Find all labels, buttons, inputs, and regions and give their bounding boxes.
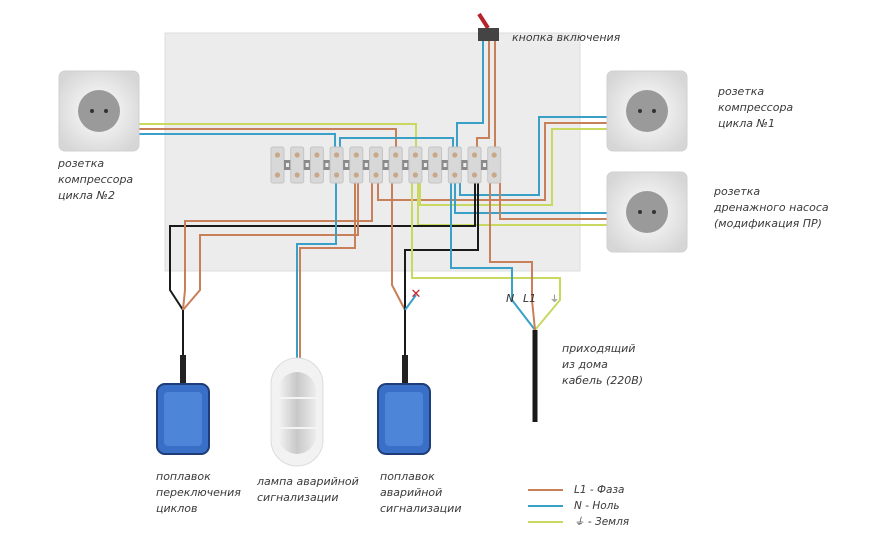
terminal xyxy=(369,146,390,184)
terminal xyxy=(290,146,311,184)
legend-label-phase: L1 - Фаза xyxy=(574,484,625,496)
label-power-button: кнопка включения xyxy=(512,31,621,44)
float-switch-alarm xyxy=(377,355,431,455)
terminal xyxy=(388,146,410,184)
terminal xyxy=(329,146,351,184)
terminal xyxy=(447,146,469,184)
wire-phase xyxy=(182,183,373,311)
cable-label-l1: L1 xyxy=(523,292,536,305)
switch-body xyxy=(478,28,499,41)
label-float-alarm: поплавок аварийной сигнализации xyxy=(380,470,462,515)
wire-neutral xyxy=(459,116,607,196)
label-socket-cycle2: розетка компрессора цикла №2 xyxy=(58,157,134,202)
socket-cycle2 xyxy=(58,70,140,152)
label-incoming-cable: приходящий из дома кабель (220В) xyxy=(562,342,644,387)
wire-black xyxy=(169,183,476,311)
socket-cycle1 xyxy=(606,70,688,152)
wire-ground xyxy=(139,123,417,151)
wire-neutral xyxy=(454,183,607,214)
terminal xyxy=(487,146,502,184)
wire-phase xyxy=(489,183,536,331)
legend-label-ground: ⏚ - Земля xyxy=(574,516,630,528)
wire-neutral xyxy=(456,41,484,151)
label-float-cycles: поплавок переключения циклов xyxy=(156,470,241,515)
wire-phase xyxy=(391,183,406,311)
terminal xyxy=(467,146,488,184)
wire-phase xyxy=(377,122,607,201)
legend-label-neutral: N - Ноль xyxy=(574,500,620,512)
cable-label-ground: ⏚ xyxy=(550,294,559,305)
wire-neutral xyxy=(139,133,336,151)
wire-neutral xyxy=(296,183,337,358)
terminal xyxy=(349,146,370,184)
legend xyxy=(528,489,563,523)
terminal xyxy=(270,146,291,184)
disconnected-mark: ✕ xyxy=(411,287,422,302)
wires xyxy=(139,41,607,358)
terminal-block xyxy=(270,146,502,184)
wire-neutral xyxy=(404,294,417,311)
wire-phase xyxy=(499,183,607,220)
wire-neutral xyxy=(339,137,454,151)
socket-drain-pump xyxy=(606,171,688,253)
wire-neutral xyxy=(450,183,536,331)
terminal xyxy=(309,146,331,184)
power-switch[interactable] xyxy=(477,12,499,41)
float-switch-cycles xyxy=(156,355,210,455)
terminal xyxy=(428,146,449,184)
wire-black xyxy=(404,183,479,310)
wire-phase xyxy=(299,183,356,358)
cable-label-n: N xyxy=(506,292,514,305)
wire-ground xyxy=(411,183,561,331)
switch-lever xyxy=(477,12,490,30)
label-socket-drain: розетка дренажного насоса (модификация П… xyxy=(714,185,829,230)
label-socket-cycle1: розетка компрессора цикла №1 xyxy=(718,85,794,130)
wire-ground xyxy=(419,128,607,206)
wire-phase xyxy=(476,41,490,151)
alarm-lamp xyxy=(270,357,324,467)
terminal xyxy=(408,146,429,184)
label-alarm-lamp: лампа аварийной сигнализации xyxy=(257,475,359,504)
wire-phase xyxy=(182,183,359,311)
wire-phase xyxy=(139,128,397,151)
